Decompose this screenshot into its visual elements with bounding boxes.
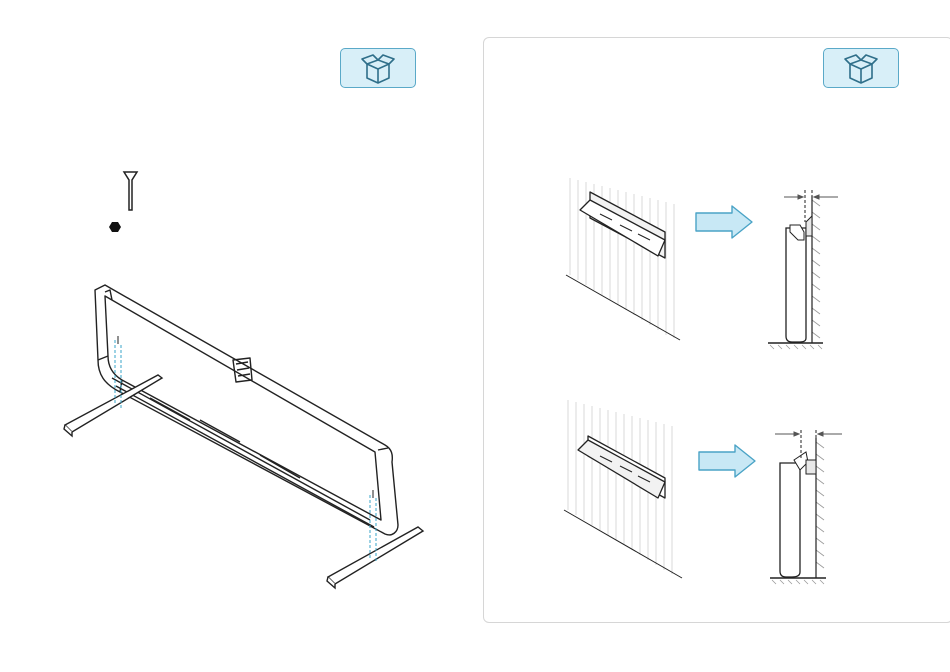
side-view-flush	[768, 190, 838, 349]
wall-bracket-1	[580, 192, 665, 258]
floor-line-1	[566, 275, 680, 340]
wall-bracket-2	[578, 436, 665, 498]
arrow-right-icon	[699, 445, 755, 477]
arrow-right-icon	[696, 206, 752, 238]
side-view-offset	[770, 430, 842, 584]
wall-hatching-1	[570, 178, 674, 338]
